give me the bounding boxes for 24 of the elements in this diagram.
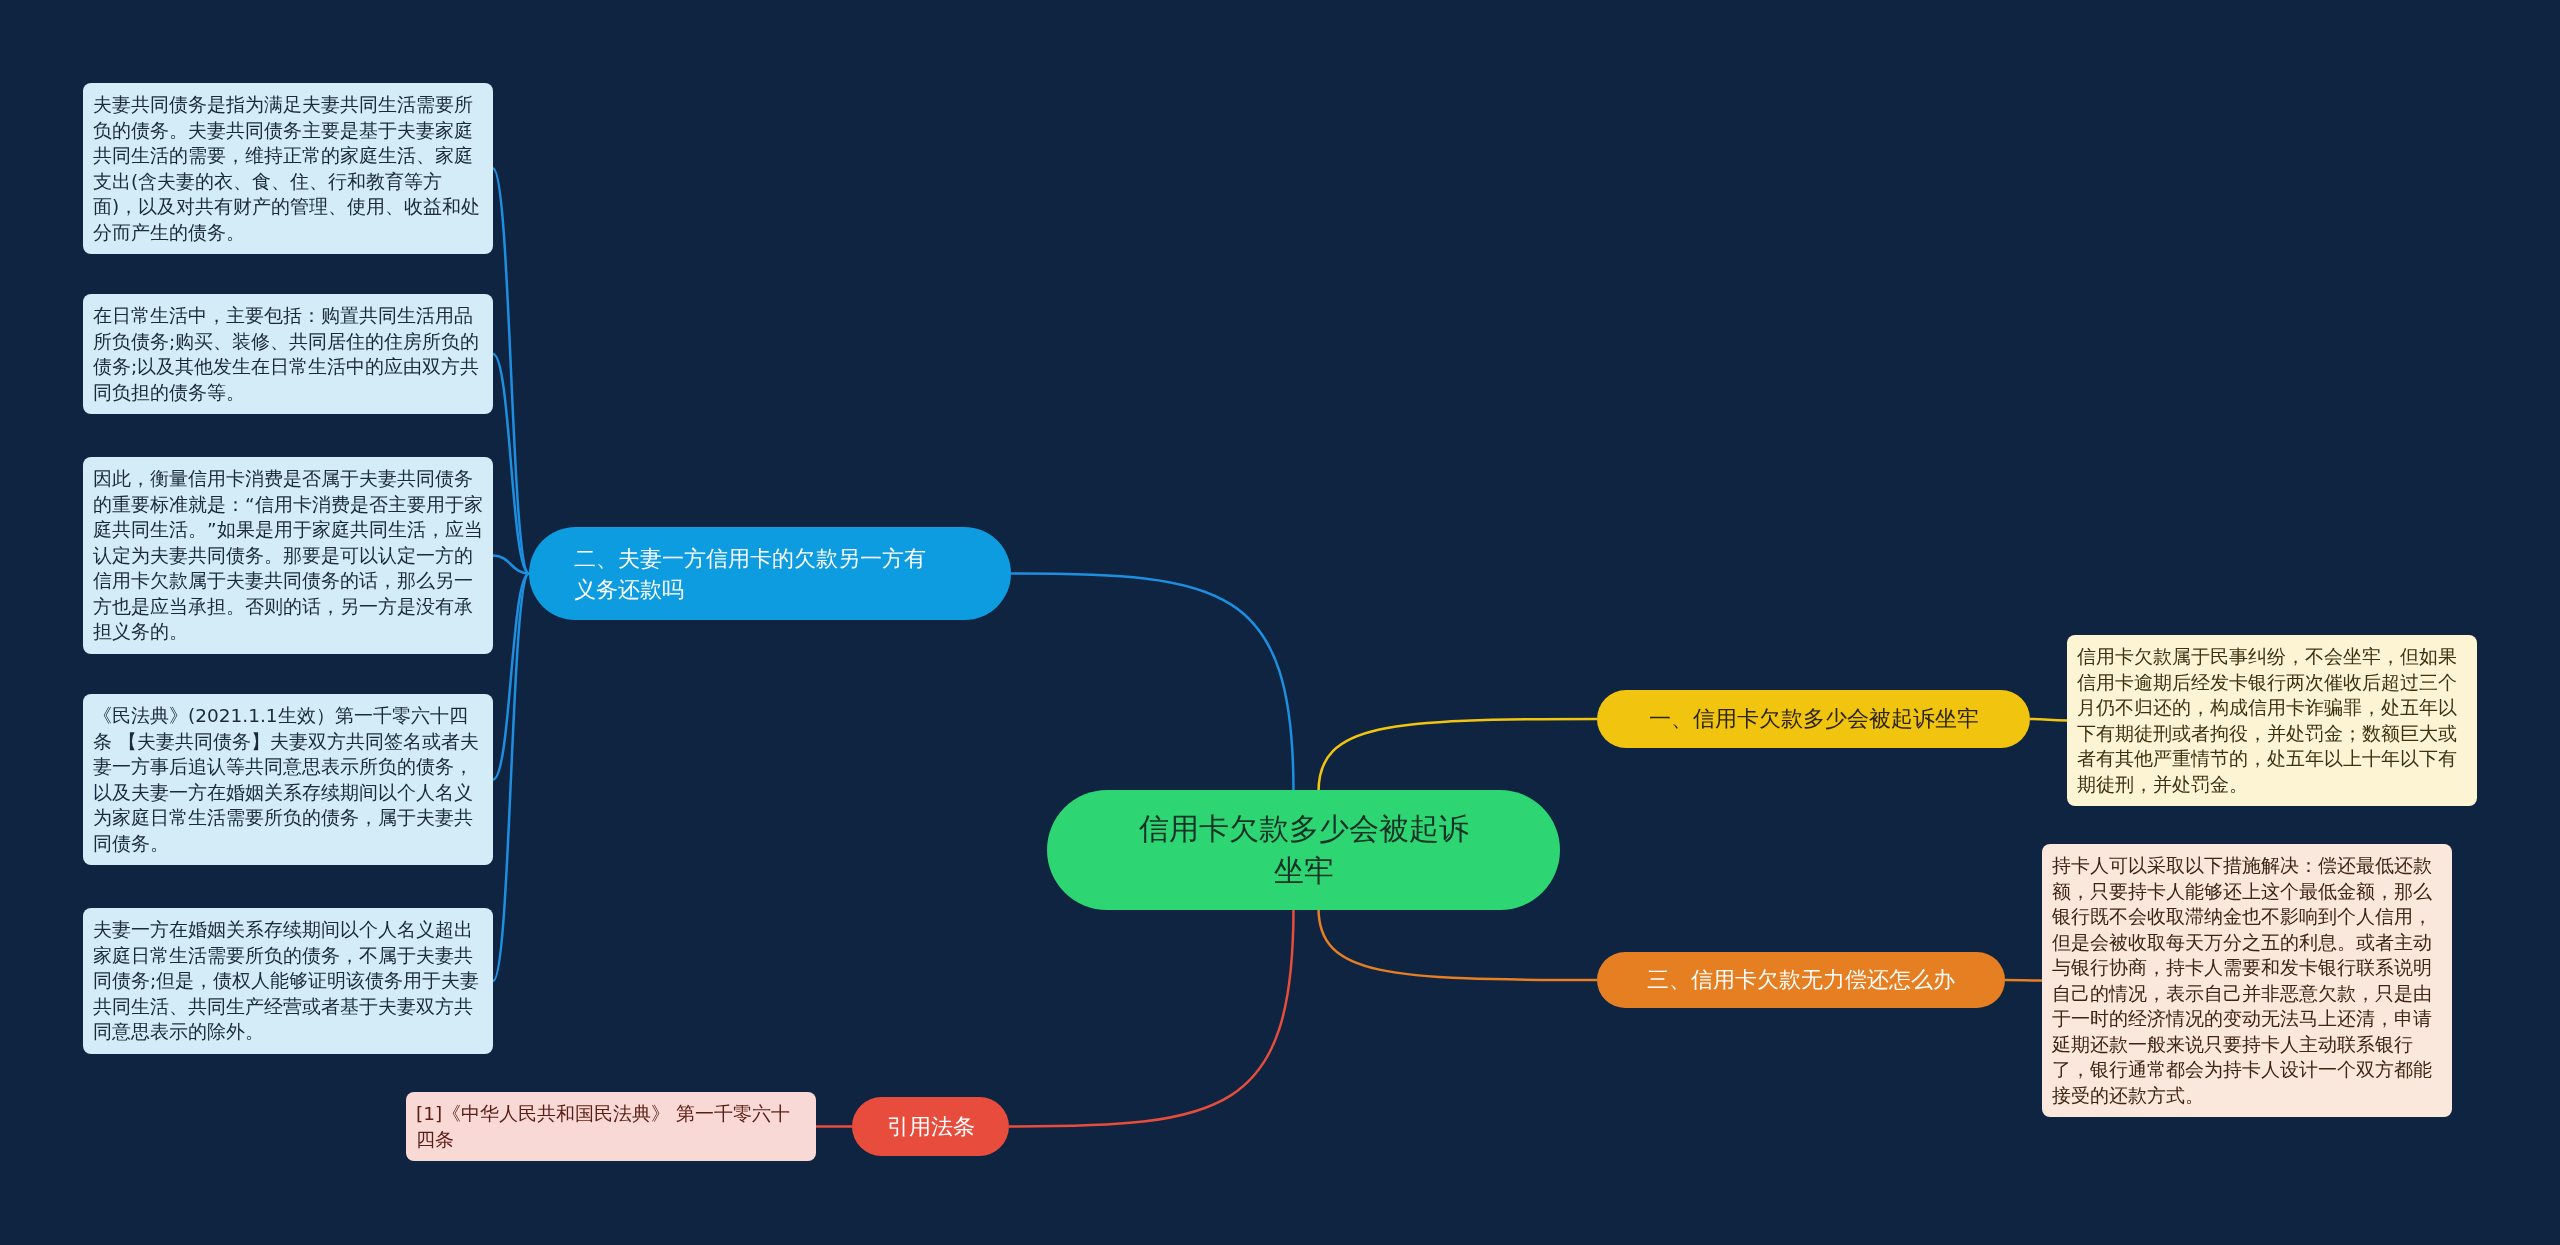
connector-line — [1317, 907, 1597, 982]
note-box: 夫妻共同债务是指为满足夫妻共同生活需要所负的债务。夫妻共同债务主要是基于夫妻家庭共同生活的需要，维持正常的家庭生活、家庭支出(含夫妻的衣、食、住、行和教育等方面)，以及对共有财产的管理、使用、收益和处分而产生的债务。 — [83, 83, 493, 254]
topic-box: 一、信用卡欠款多少会被起诉坐牢 — [1597, 690, 2030, 748]
connector-line — [2005, 978, 2042, 982]
connector-line — [816, 1125, 852, 1128]
connector-line — [492, 572, 530, 781]
connector-line — [492, 554, 530, 575]
note-box: 持卡人可以采取以下措施解决：偿还最低还款额，只要持卡人能够还上这个最低金额，那么银行既不会收取滞纳金也不影响到个人信用，但是会被收取每天万分之五的利息。或者主动与银行协商，持卡人需要和发卡银行联系说明自己的情况，表示自己并非恶意欠款，只是由于一时的经济情况的变动无法马上还清，申请延期还款一般来说只要持卡人主动联系银行了，银行通常都会为持卡人设计一个双方都能接受的还款方式。 — [2042, 844, 2452, 1117]
note-box: 在日常生活中，主要包括：购置共同生活用品所负债务;购买、装修、共同居住的住房所负的债务;以及其他发生在日常生活中的应由双方共同负担的债务等。 — [83, 294, 493, 414]
note-box: 《民法典》(2021.1.1生效）第一千零六十四条 【夫妻共同债务】夫妻双方共同签名或者夫妻一方事后追认等共同意思表示所负的债务，以及夫妻一方在婚姻关系存续期间以个人名义为家庭日常生活需要所负的债务，属于夫妻共同债务。 — [83, 694, 493, 865]
note-box: 夫妻一方在婚姻关系存续期间以个人名义超出家庭日常生活需要所负的债务，不属于夫妻共同债务;但是，债权人能够证明该债务用于夫妻共同生活、共同生产经营或者基于夫妻双方共同意思表示的除外。 — [83, 908, 493, 1054]
topic-box: 引用法条 — [852, 1097, 1009, 1156]
connector-line — [1011, 572, 1295, 793]
connector-line — [1317, 717, 1597, 793]
connector-line — [492, 353, 530, 575]
note-box: 因此，衡量信用卡消费是否属于夫妻共同债务的重要标准就是：“信用卡消费是否主要用于家庭共同生活。”如果是用于家庭共同生活，应当认定为夫妻共同债务。那要是可以认定一方的信用卡欠款属于夫妻共同债务的话，那么另一方也是应当承担。否则的话，另一方是没有承担义务的。 — [83, 457, 493, 654]
connector-line — [491, 572, 531, 982]
connector-line — [1009, 907, 1295, 1128]
note-box: [1]《中华人民共和国民法典》 第一千零六十四条 — [406, 1092, 816, 1161]
connector-line — [2030, 717, 2067, 722]
note-box: 信用卡欠款属于民事纠纷，不会坐牢，但如果信用卡逾期后经发卡银行两次催收后超过三个月仍不归还的，构成信用卡诈骗罪，处五年以下有期徒刑或者拘役，并处罚金；数额巨大或者有其他严重情节的，处五年以上十年以下有期徒刑，并处罚金。 — [2067, 635, 2477, 806]
topic-box: 三、信用卡欠款无力偿还怎么办 — [1597, 952, 2005, 1008]
topic-box: 二、夫妻一方信用卡的欠款另一方有义务还款吗 — [529, 527, 1011, 620]
central-topic-box: 信用卡欠款多少会被起诉坐牢 — [1047, 790, 1560, 910]
